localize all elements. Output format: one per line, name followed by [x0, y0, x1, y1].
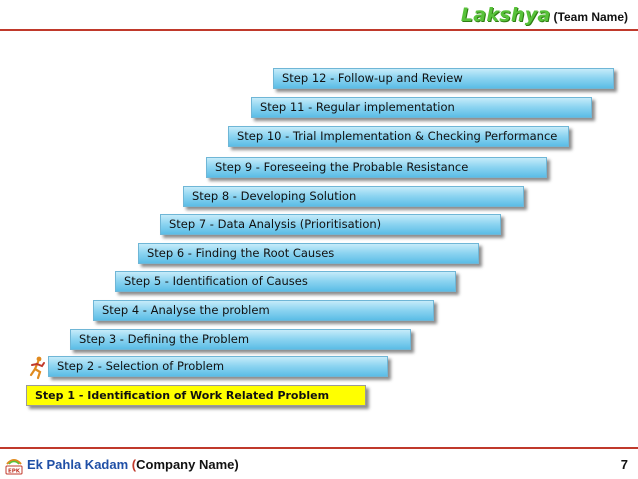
step-7: Step 7 - Data Analysis (Prioritisation)	[160, 214, 501, 235]
runner-icon	[29, 356, 45, 380]
footer-rule	[0, 447, 638, 449]
step-4: Step 4 - Analyse the problem	[93, 300, 434, 321]
brand-logo: Lakshya	[460, 4, 551, 26]
svg-text:EPK: EPK	[8, 469, 21, 475]
company-name-placeholder: Company Name)	[136, 457, 239, 472]
step-6: Step 6 - Finding the Root Causes	[138, 243, 479, 264]
step-10: Step 10 - Trial Implementation & Checkin…	[228, 126, 569, 147]
header-brand: Lakshya (Team Name)	[461, 4, 628, 26]
step-11: Step 11 - Regular implementation	[251, 97, 592, 118]
company-logo-icon: EPK	[5, 459, 23, 475]
team-name-label: (Team Name)	[553, 10, 628, 24]
step-9: Step 9 - Foreseeing the Probable Resista…	[206, 157, 547, 178]
footer-company-name: Ek Pahla Kadam (Company Name)	[27, 457, 239, 472]
step-1: Step 1 - Identification of Work Related …	[26, 385, 366, 406]
page-number: 7	[620, 457, 628, 472]
company-name-paren: (	[131, 457, 137, 472]
company-name-main: Ek Pahla Kadam	[27, 457, 129, 472]
step-12: Step 12 - Follow-up and Review	[273, 68, 614, 89]
step-5: Step 5 - Identification of Causes	[115, 271, 456, 292]
step-2: Step 2 - Selection of Problem	[48, 356, 388, 377]
header-rule	[0, 29, 638, 31]
step-3: Step 3 - Defining the Problem	[70, 329, 411, 350]
step-8: Step 8 - Developing Solution	[183, 186, 524, 207]
